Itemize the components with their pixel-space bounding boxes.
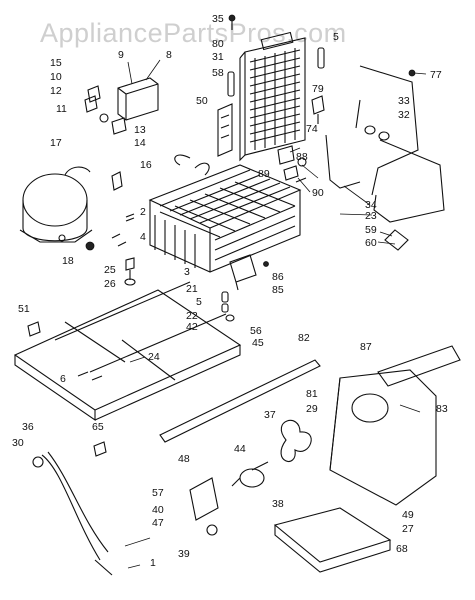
fitting-79: [311, 95, 325, 124]
callout-labels: 35 80 31 58 50 5 77 79 74 33 32 88 89 90…: [12, 13, 448, 569]
callout-12: 12: [50, 85, 62, 97]
callout-79: 79: [312, 83, 324, 95]
callout-42: 42: [186, 321, 198, 333]
callout-68: 68: [396, 543, 408, 555]
callout-50: 50: [196, 95, 208, 107]
callout-39: 39: [178, 548, 190, 560]
tube-58: [227, 71, 235, 97]
callout-40: 40: [152, 504, 164, 516]
callout-81: 81: [306, 388, 318, 400]
watermark-text: AppliancePartsPros.com: [40, 18, 347, 48]
callout-2: 2: [140, 206, 146, 218]
screws-2-4: [111, 213, 135, 247]
callout-49: 49: [402, 509, 414, 521]
power-cord: [32, 451, 113, 576]
callout-80: 80: [212, 38, 224, 50]
callout-85: 85: [272, 284, 284, 296]
callout-44: 44: [234, 443, 246, 455]
callout-11: 11: [56, 103, 67, 115]
rail-45: [159, 359, 321, 443]
callout-74: 74: [306, 123, 318, 135]
callout-5b: 5: [196, 296, 202, 308]
screw-86: [263, 261, 269, 267]
callout-6: 6: [60, 373, 66, 385]
callout-57: 57: [152, 487, 164, 499]
grommet-18: [85, 241, 95, 251]
callout-86: 86: [272, 271, 284, 283]
evaporator-coil: [148, 154, 302, 273]
callout-45: 45: [252, 337, 264, 349]
relay-assembly: [84, 77, 159, 135]
callout-58: 58: [212, 67, 224, 79]
callout-13: 13: [134, 124, 146, 136]
callout-10: 10: [50, 71, 62, 83]
callout-38: 38: [272, 498, 284, 510]
callout-87: 87: [360, 341, 372, 353]
callout-15: 15: [50, 57, 62, 69]
bracket-85: [229, 254, 257, 291]
grommet-25-26: [124, 257, 136, 286]
valve-assembly: [277, 145, 307, 183]
tube-5-top: [317, 47, 325, 69]
callout-36: 36: [22, 421, 34, 433]
callout-83: 83: [436, 403, 448, 415]
shield-87: [377, 345, 461, 387]
callout-21: 21: [186, 283, 198, 295]
fan-shroud: [329, 369, 437, 506]
callout-4: 4: [140, 231, 146, 243]
foot-51: [27, 321, 41, 337]
callout-82: 82: [298, 332, 310, 344]
callout-56: 56: [250, 325, 262, 337]
callout-88: 88: [296, 151, 308, 163]
callout-26: 26: [104, 278, 116, 290]
callout-37: 37: [264, 409, 276, 421]
callout-90: 90: [312, 187, 324, 199]
callout-48: 48: [178, 453, 190, 465]
callout-22: 22: [186, 310, 198, 322]
clip-16: [111, 171, 123, 191]
tubing-set: [325, 65, 445, 251]
callout-3: 3: [184, 266, 190, 278]
callout-5a: 5: [333, 31, 339, 43]
callout-32: 32: [398, 109, 410, 121]
fan-motor-assembly: [189, 419, 312, 536]
callout-65: 65: [92, 421, 104, 433]
callout-33: 33: [398, 95, 410, 107]
bracket-50: [217, 103, 233, 157]
condenser-coil: [239, 31, 306, 162]
compressor: [19, 166, 93, 243]
callout-23: 23: [365, 210, 377, 222]
callout-35: 35: [212, 13, 224, 25]
callout-59: 59: [365, 224, 377, 236]
small-parts-21-5-22: [221, 291, 235, 322]
callout-24: 24: [148, 351, 160, 363]
callout-9: 9: [118, 49, 124, 61]
callout-27: 27: [402, 523, 414, 535]
callout-51: 51: [18, 303, 30, 315]
callout-18: 18: [62, 255, 74, 267]
callout-25: 25: [104, 264, 116, 276]
callout-1: 1: [150, 557, 156, 569]
callout-8: 8: [166, 49, 172, 61]
screw-35: [228, 14, 236, 30]
part-32-33: [364, 125, 390, 141]
callout-30: 30: [12, 437, 24, 449]
base-frame: [13, 281, 242, 422]
callout-17: 17: [50, 137, 62, 149]
callout-89: 89: [258, 168, 270, 180]
callout-60: 60: [365, 237, 377, 249]
callout-34: 34: [365, 199, 377, 211]
clips-6: [77, 371, 103, 381]
callout-14: 14: [134, 137, 146, 149]
callout-47: 47: [152, 517, 164, 529]
callout-31: 31: [212, 51, 224, 63]
callout-29: 29: [306, 403, 318, 415]
leader-lines: [124, 59, 427, 569]
callout-77: 77: [430, 69, 442, 81]
callout-16: 16: [140, 159, 152, 171]
drain-pan: [273, 507, 392, 573]
terminal-65: [93, 441, 107, 457]
